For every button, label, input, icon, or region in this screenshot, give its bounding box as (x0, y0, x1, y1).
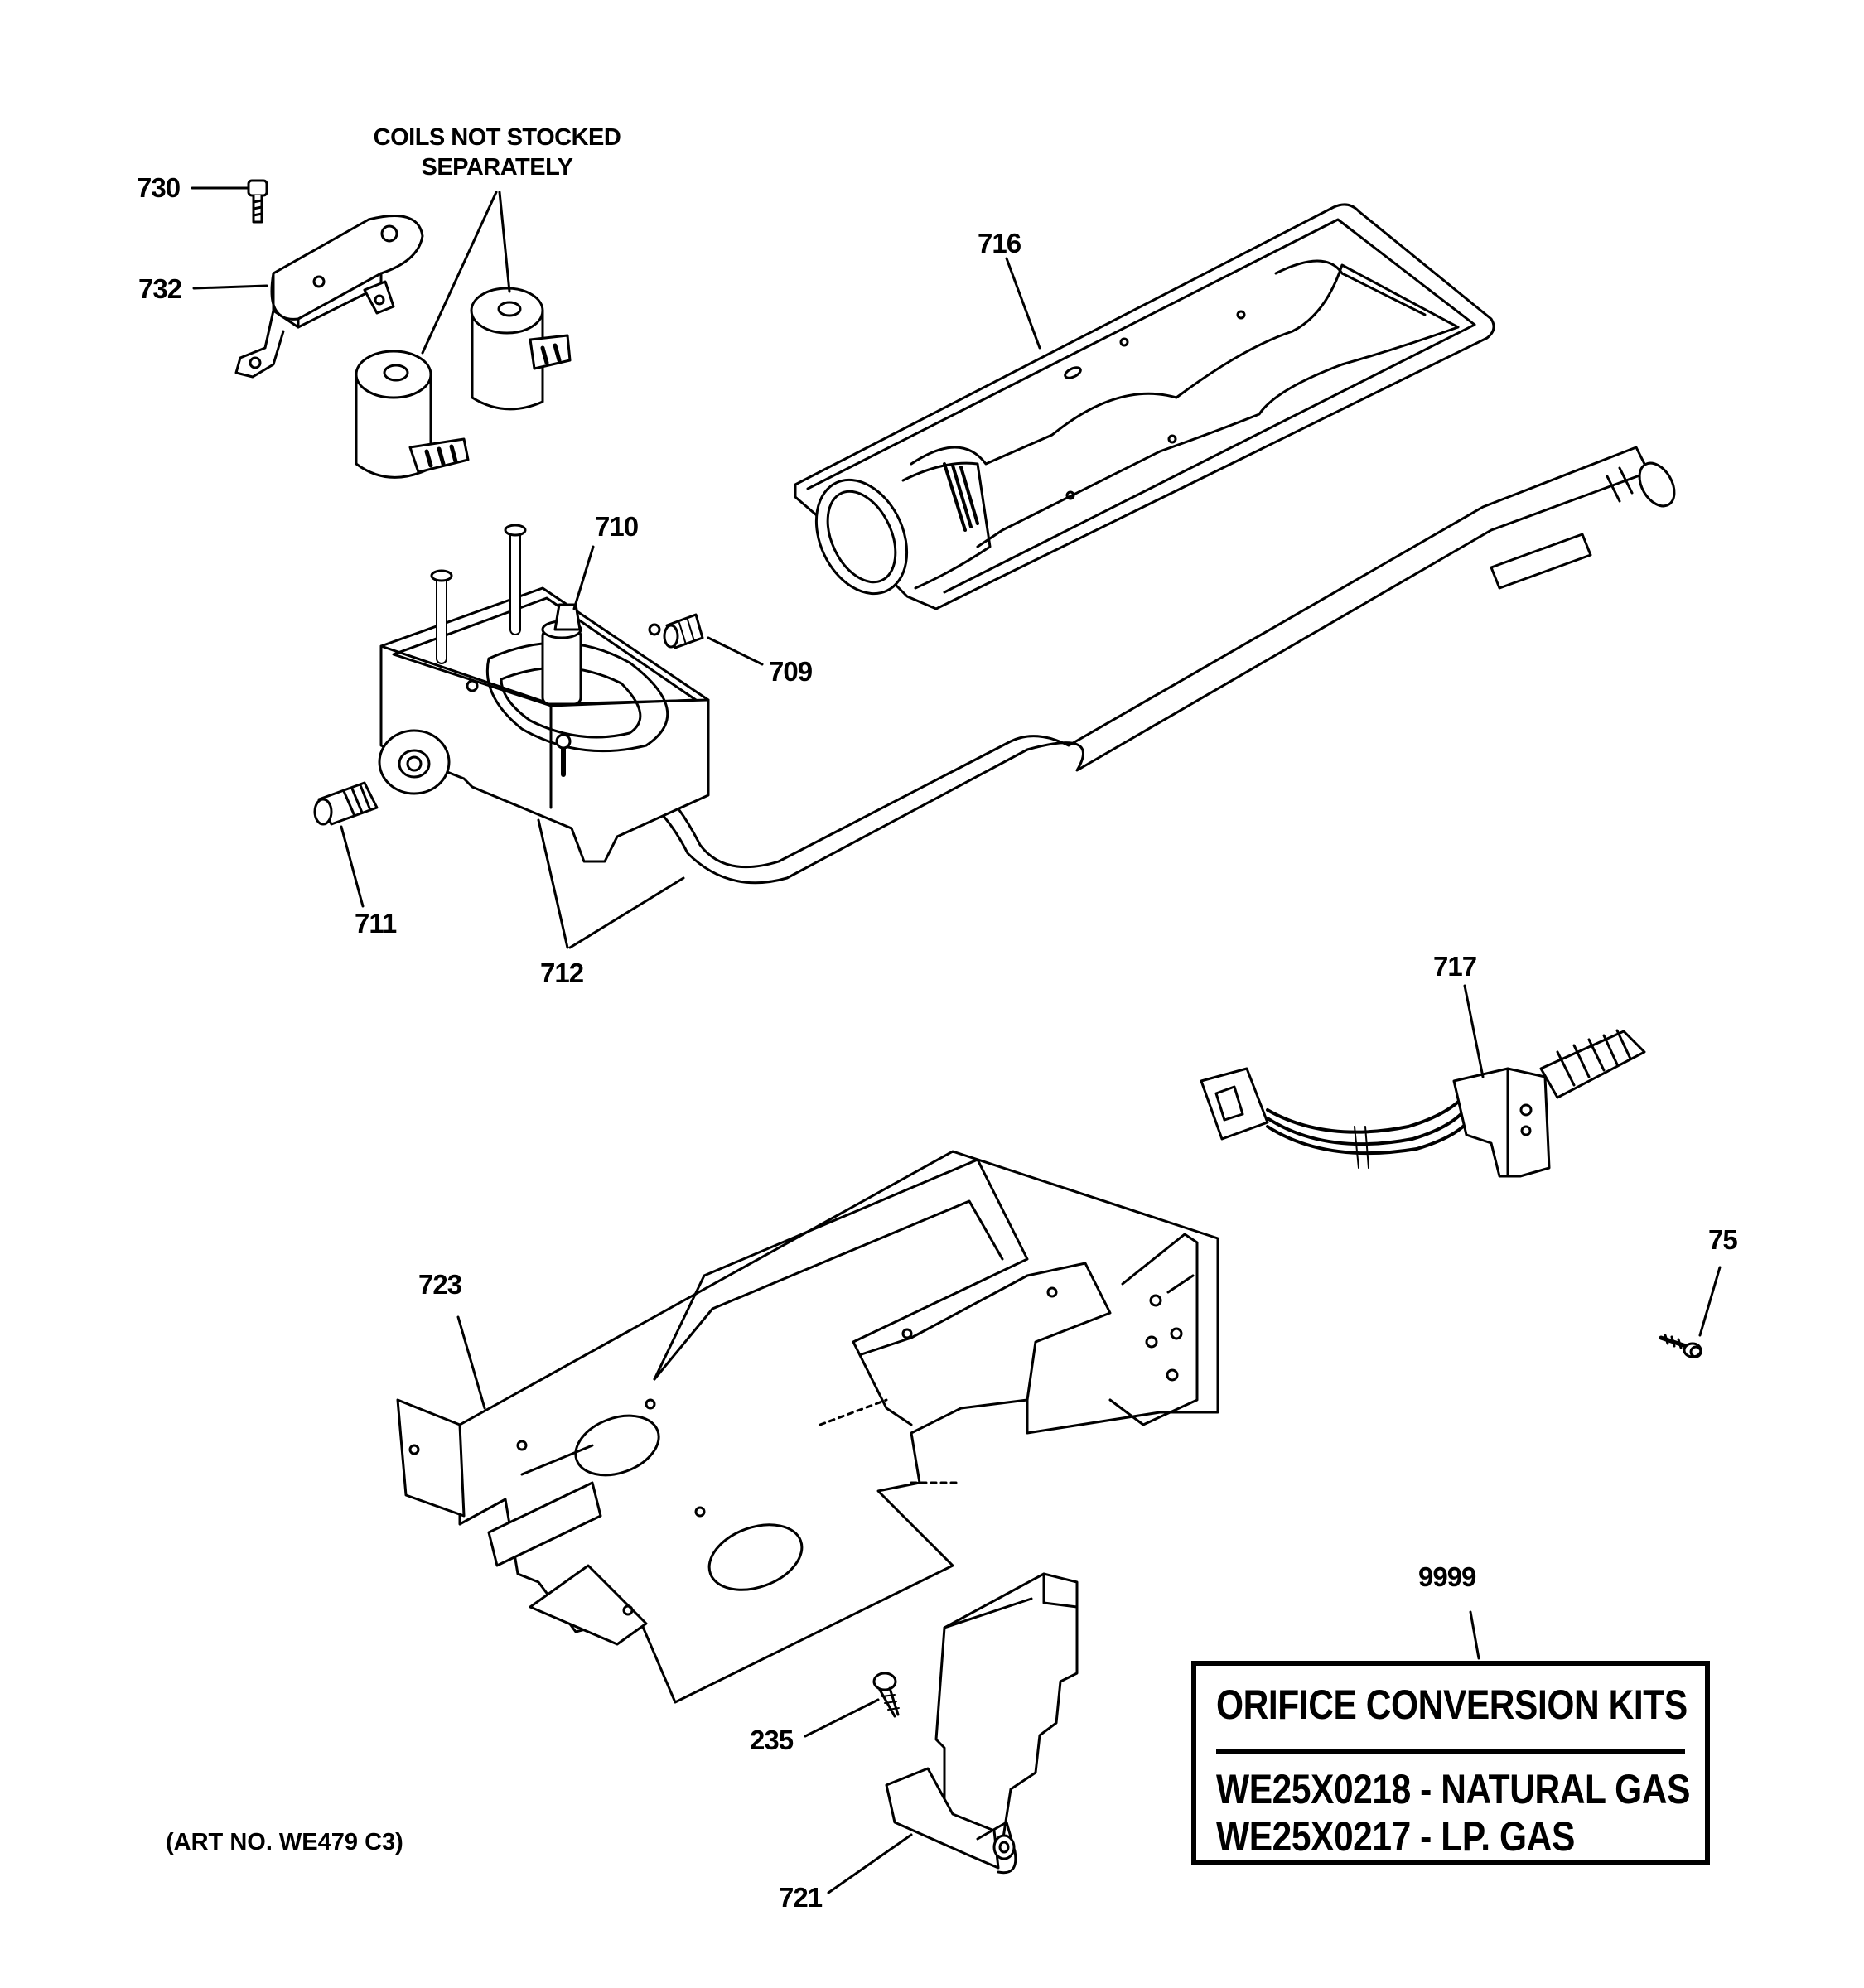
coil-right (471, 288, 570, 409)
callout-732: 732 (138, 273, 182, 304)
part-716-burner-housing (795, 205, 1494, 609)
callout-235: 235 (750, 1725, 794, 1755)
part-235-screw (874, 1673, 899, 1716)
part-709-fitting (664, 615, 703, 648)
orifice-kit-box: ORIFICE CONVERSION KITS WE25X0218 - NATU… (1191, 1661, 1710, 1865)
part-711-fitting (315, 783, 377, 824)
callout-730: 730 (137, 172, 181, 203)
callout-709: 709 (769, 656, 813, 687)
callout-9999: 9999 (1418, 1561, 1476, 1592)
art-number: (ART NO. WE479 C3) (166, 1829, 403, 1855)
callout-711: 711 (355, 908, 397, 939)
kit-natural-gas: WE25X0218 - NATURAL GAS (1216, 1766, 1690, 1812)
callout-716: 716 (978, 228, 1021, 258)
coils-note: COILS NOT STOCKED SEPARATELY (365, 123, 630, 182)
callout-710: 710 (595, 511, 639, 542)
part-75-screw (1661, 1335, 1701, 1357)
callout-717: 717 (1433, 951, 1477, 982)
coil-left (356, 351, 468, 477)
kit-lp-gas: WE25X0217 - LP. GAS (1216, 1813, 1575, 1860)
coils-note-line2: SEPARATELY (421, 154, 573, 181)
part-712-gas-pipe (625, 447, 1682, 883)
callout-712: 712 (540, 958, 584, 988)
part-730-screw (249, 181, 267, 222)
callout-721: 721 (779, 1882, 823, 1913)
part-723-mounting-bracket (398, 1151, 1218, 1702)
leader-lines (192, 188, 1720, 1893)
part-732-bracket (236, 216, 423, 378)
coils-note-line1: COILS NOT STOCKED (373, 124, 621, 151)
callout-723: 723 (418, 1269, 462, 1300)
callout-75: 75 (1708, 1224, 1738, 1255)
kit-divider (1216, 1749, 1685, 1754)
part-721-heat-shield (886, 1574, 1077, 1873)
kit-title: ORIFICE CONVERSION KITS (1216, 1682, 1688, 1728)
part-710-gas-valve (379, 525, 708, 861)
part-717-igniter (1201, 1030, 1644, 1176)
